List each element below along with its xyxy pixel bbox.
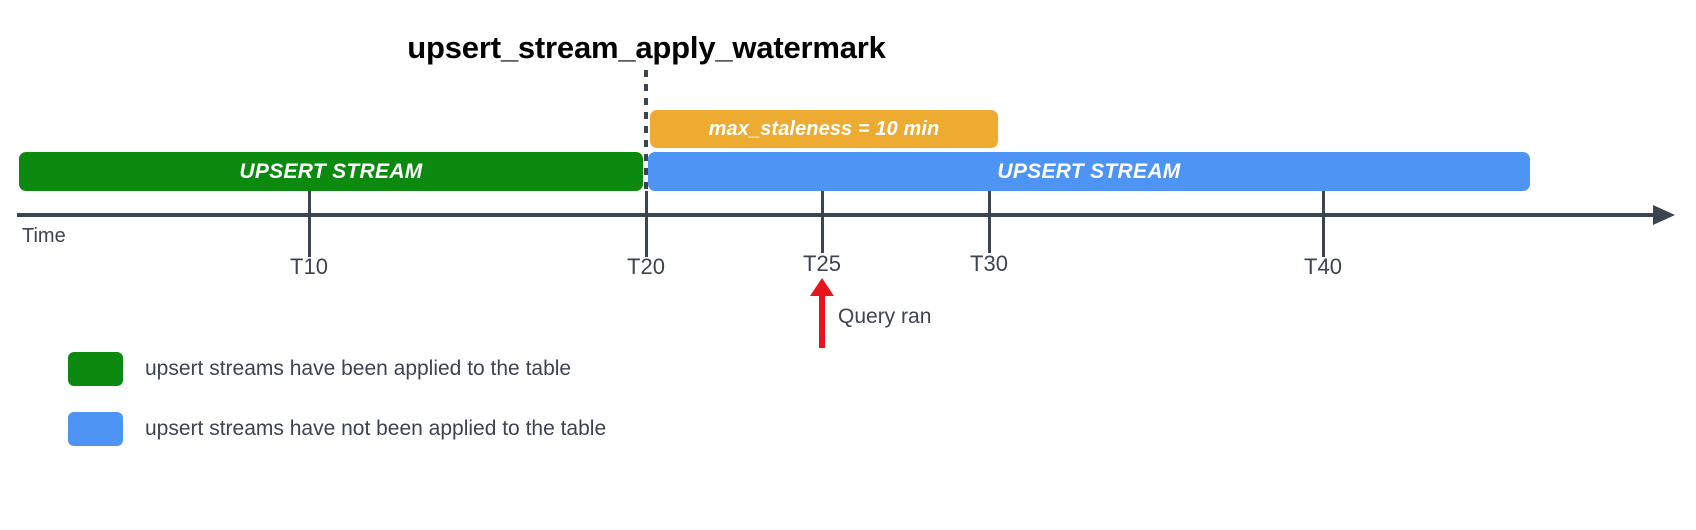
tick-label-t25: T25 [803,251,841,276]
tick-mark-t20 [645,191,648,257]
tick-label-t10: T10 [290,254,328,279]
tick-label-t40: T40 [1304,254,1342,279]
time-axis-caption: Time [22,225,66,247]
tick-mark-t40 [1322,191,1325,257]
legend-label-applied: upsert streams have been applied to the … [145,357,572,380]
bar-pending-label: UPSERT STREAM [997,159,1181,183]
legend-label-pending: upsert streams have not been applied to … [145,417,607,440]
max-staleness-badge: max_staleness = 10 min [650,110,998,148]
tick-mark-t30 [988,191,991,253]
legend-swatch-pending [68,412,123,446]
time-axis-arrow-icon [1653,205,1675,225]
legend-swatch-applied [68,352,123,386]
query-ran-label: Query ran [838,305,932,328]
time-axis-line [17,213,1661,217]
tick-mark-t25 [821,191,824,253]
bar-applied-label: UPSERT STREAM [239,159,423,183]
watermark-dashed-line [644,70,648,190]
tick-label-t30: T30 [970,251,1008,276]
diagram-title: upsert_stream_apply_watermark [407,30,886,65]
legend-item-applied: upsert streams have been applied to the … [68,352,571,386]
tick-mark-t10 [308,191,311,257]
bar-pending-stream: UPSERT STREAM [648,152,1530,191]
tick-label-t20: T20 [627,254,665,279]
legend-item-pending: upsert streams have not been applied to … [68,412,606,446]
query-ran-arrow-shaft [819,292,825,348]
bar-applied-stream: UPSERT STREAM [19,152,643,191]
max-staleness-label: max_staleness = 10 min [708,117,940,140]
query-ran-arrow-icon [810,278,834,296]
